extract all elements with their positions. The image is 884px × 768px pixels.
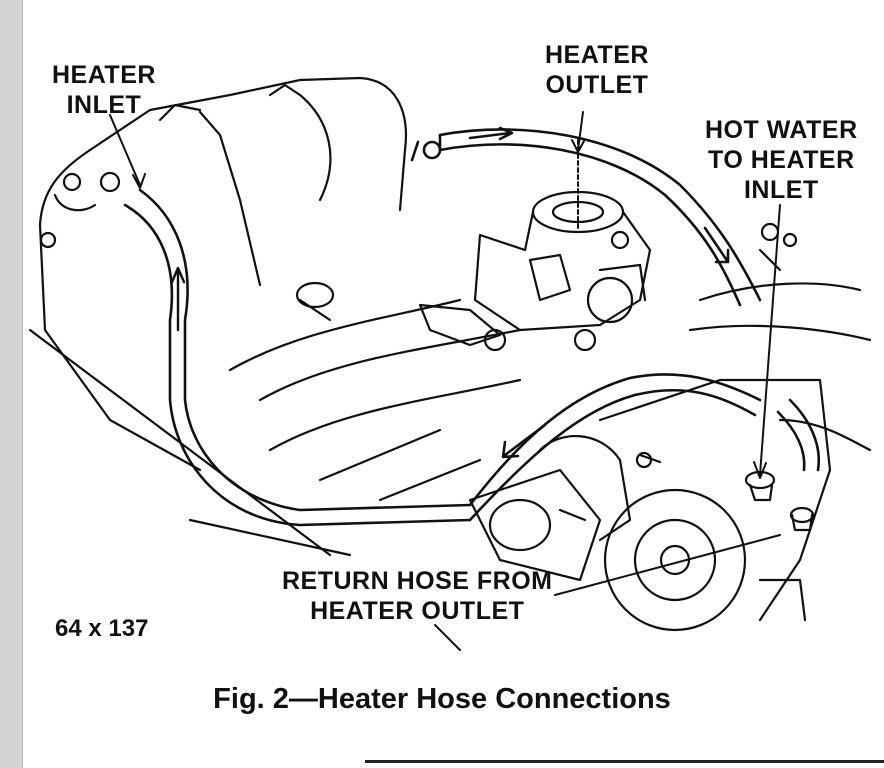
return-hose <box>468 373 821 522</box>
hot-water-label: HOT WATER TO HEATER INLET <box>705 115 858 205</box>
page-edge <box>0 0 23 768</box>
return-hose-label: RETURN HOSE FROM HEATER OUTLET <box>282 566 553 626</box>
figure-caption: Fig. 2—Heater Hose Connections <box>213 683 671 715</box>
hot-water-label-line-3: INLET <box>743 176 819 204</box>
carburetor <box>473 190 652 332</box>
heater-outlet-hose <box>410 126 762 307</box>
heater-outlet-label: HEATER OUTLET <box>545 40 649 100</box>
return-hose-label-line-1: RETURN HOSE FROM <box>282 567 553 595</box>
heater-inlet-label: HEATER INLET <box>52 60 156 120</box>
hot-water-label-line-2: TO HEATER <box>708 146 855 174</box>
hot-water-label-line-1: HOT WATER <box>705 116 858 144</box>
leader-lines <box>109 111 781 651</box>
heater-inlet-hose <box>123 188 472 527</box>
heater-outlet-label-line-1: HEATER <box>545 41 649 69</box>
heater-outlet-label-line-2: OUTLET <box>545 71 649 99</box>
heater-housing <box>38 76 407 472</box>
water-pump <box>468 282 872 632</box>
heater-inlet-label-line-2: INLET <box>66 91 142 119</box>
return-hose-label-line-2: HEATER OUTLET <box>310 597 525 625</box>
fittings <box>744 222 815 532</box>
heater-inlet-label-line-1: HEATER <box>52 61 156 89</box>
bottom-rule <box>365 760 884 763</box>
figure-code: 64 x 137 <box>55 615 149 642</box>
